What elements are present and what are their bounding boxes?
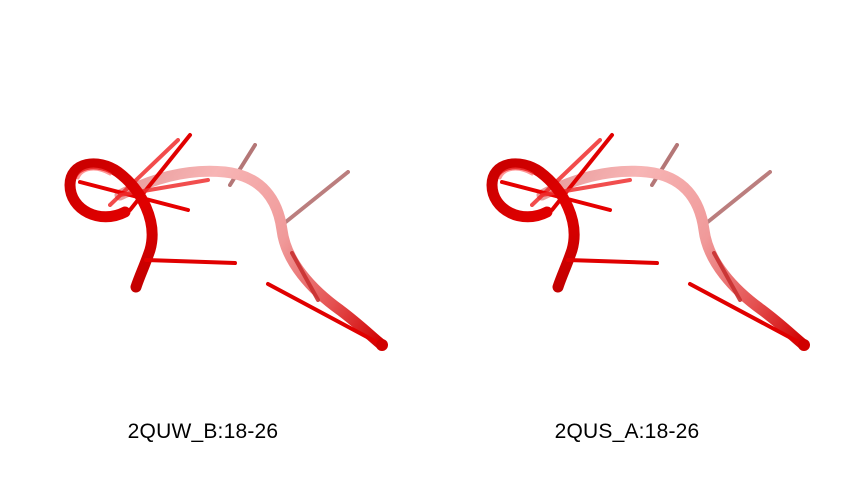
structure-label: 2QUS_A:18-26	[554, 420, 700, 443]
rna-structure-2quw-b	[0, 0, 430, 400]
structure-panel-left: 2QUW_B:18-26	[0, 0, 430, 443]
rna-structure-2qus-a	[422, 0, 852, 400]
structure-label: 2QUW_B:18-26	[127, 420, 279, 443]
structure-panel-right: 2QUS_A:18-26	[422, 0, 852, 480]
